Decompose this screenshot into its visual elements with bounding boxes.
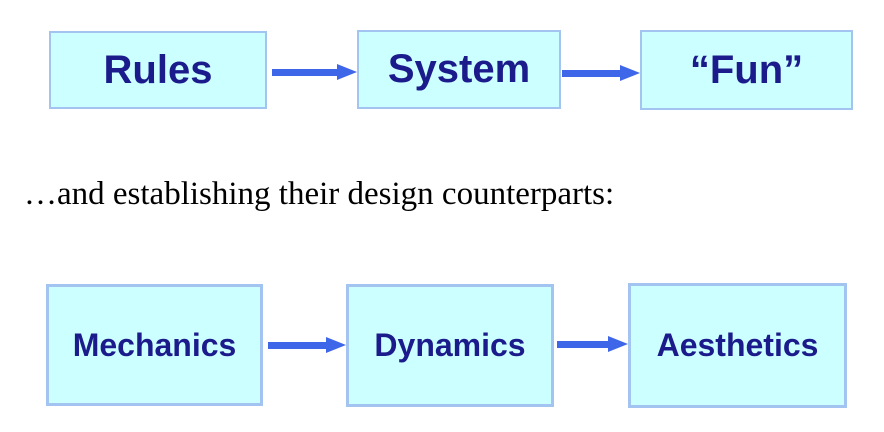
box-dynamics: Dynamics (346, 284, 554, 407)
box-fun: “Fun” (640, 30, 853, 110)
arrow-shaft (268, 341, 326, 349)
box-mechanics: Mechanics (46, 284, 263, 406)
box-fun-label: “Fun” (689, 47, 804, 92)
arrow-shaft (557, 340, 608, 348)
box-dynamics-label: Dynamics (374, 327, 526, 363)
box-system: System (357, 30, 561, 109)
box-aesthetics-label: Aesthetics (656, 327, 819, 363)
arrow-head-icon (337, 64, 357, 80)
box-mechanics-label: Mechanics (72, 326, 237, 363)
box-system-label: System (387, 47, 531, 91)
box-aesthetics: Aesthetics (628, 283, 847, 408)
arrow-shaft (562, 69, 620, 77)
caption-text: …and establishing their design counterpa… (24, 176, 615, 212)
box-rules-label: Rules (103, 47, 213, 92)
arrow-head-icon (326, 337, 346, 353)
arrow-shaft (272, 68, 337, 76)
arrow-head-icon (620, 65, 640, 81)
arrow-mechanics-to-dynamics (268, 337, 346, 353)
arrow-system-to-fun (562, 65, 640, 81)
arrow-head-icon (608, 336, 628, 352)
arrow-rules-to-system (272, 64, 357, 80)
box-rules: Rules (49, 31, 267, 109)
arrow-dynamics-to-aesthetics (557, 336, 628, 352)
